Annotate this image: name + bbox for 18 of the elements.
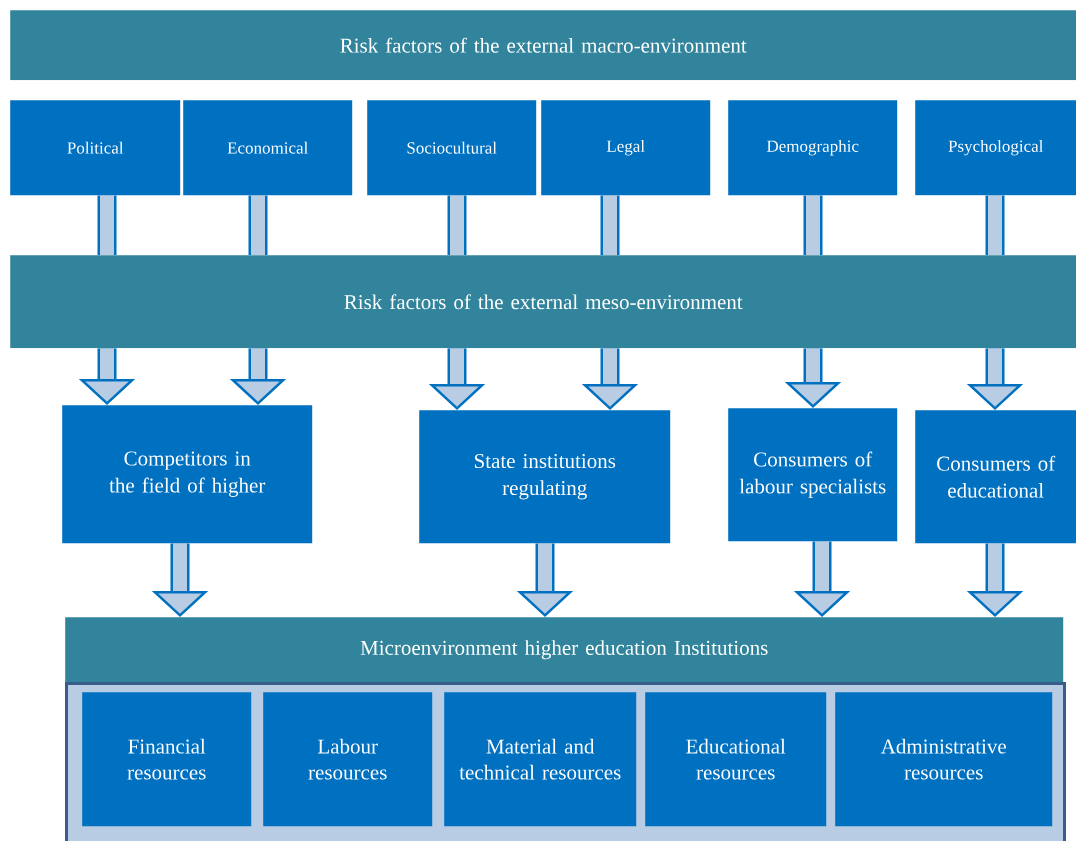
stakeholder-box: Competitors in the field of higher <box>62 405 313 544</box>
banner-box: Microenvironment higher education Institutions <box>65 617 1064 683</box>
resource-box: Educational resources <box>645 692 827 827</box>
factor-box: Sociocultural <box>367 100 537 196</box>
resource-box: Material and technical resources <box>444 692 637 827</box>
resource-box: Administrative resources <box>835 692 1053 827</box>
factor-box: Demographic <box>728 100 898 196</box>
resource-box: Financial resources <box>82 692 252 827</box>
resource-box: Labour resources <box>263 692 433 827</box>
factor-box: Political <box>10 100 181 196</box>
stakeholder-box: Consumers of educational <box>915 410 1076 544</box>
stakeholder-box: Consumers of labour specialists <box>728 408 898 542</box>
stakeholder-box: State institutions regulating <box>419 410 671 544</box>
banner-box: Risk factors of the external macro-environment <box>10 10 1076 81</box>
factor-box: Psychological <box>915 100 1076 196</box>
factor-box: Legal <box>541 100 711 196</box>
banner-box: Risk factors of the external meso-environment <box>10 255 1076 349</box>
factor-box: Economical <box>183 100 353 196</box>
